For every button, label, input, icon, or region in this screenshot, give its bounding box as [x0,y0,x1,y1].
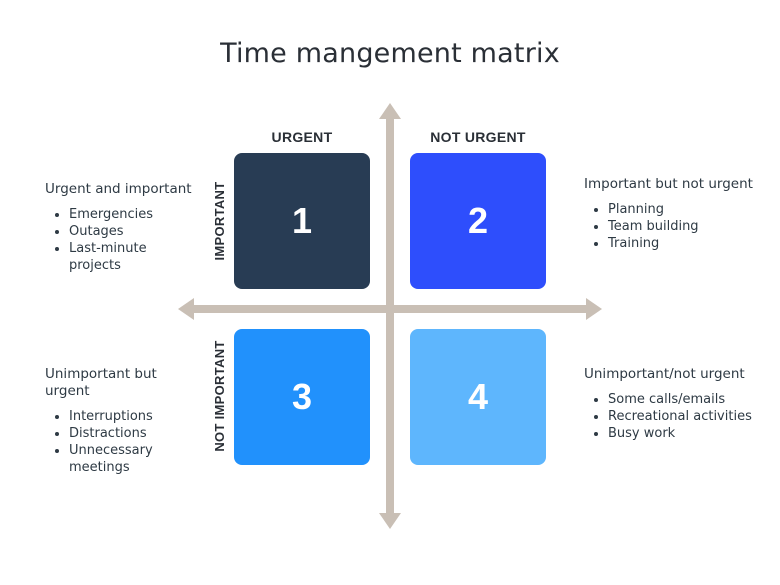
list-item: Training [594,235,764,252]
list-item: Interruptions [55,408,205,425]
note-unimportant-urgent: Unimportant but urgent Interruptions Dis… [45,366,205,476]
quadrant-number: 1 [291,200,313,241]
note-unimportant-not-urgent: Unimportant/not urgent Some calls/emails… [584,366,774,442]
quadrant-number: 2 [467,200,489,241]
horizontal-axis-line [188,305,592,313]
list-item: Busy work [594,425,774,442]
note-heading: Important but not urgent [584,176,753,192]
note-list: Emergencies Outages Last-minute projects [45,206,195,274]
list-item: Team building [594,218,764,235]
quadrant-4: 4 [410,329,546,465]
vertical-axis-line [386,116,394,516]
list-item: Emergencies [55,206,195,223]
list-item: Distractions [55,425,205,442]
note-heading: Urgent and important [45,181,192,197]
quadrant-3: 3 [234,329,370,465]
page-title: Time mangement matrix [220,38,560,69]
note-list: Planning Team building Training [584,201,764,252]
column-label-not-urgent: NOT URGENT [430,129,526,145]
list-item: Some calls/emails [594,391,774,408]
list-item: Outages [55,223,195,240]
list-item: Unnecessary meetings [55,442,159,476]
row-label-important: IMPORTANT [212,181,227,261]
note-heading: Unimportant/not urgent [584,366,745,382]
list-item: Last-minute projects [55,240,157,274]
column-label-urgent: URGENT [271,129,333,145]
arrow-right-icon [586,298,602,320]
arrow-up-icon [379,103,401,119]
arrow-left-icon [178,298,194,320]
list-item: Planning [594,201,764,218]
quadrant-2: 2 [410,153,546,289]
note-important-not-urgent: Important but not urgent Planning Team b… [584,176,764,252]
note-heading: Unimportant but urgent [45,366,157,399]
quadrant-number: 4 [467,376,489,417]
note-urgent-important: Urgent and important Emergencies Outages… [45,181,195,274]
quadrant-number: 3 [291,376,313,417]
list-item: Recreational activities [594,408,774,425]
note-list: Some calls/emails Recreational activitie… [584,391,774,442]
quadrant-1: 1 [234,153,370,289]
row-label-not-important: NOT IMPORTANT [212,340,227,452]
note-list: Interruptions Distractions Unnecessary m… [45,408,205,476]
arrow-down-icon [379,513,401,529]
